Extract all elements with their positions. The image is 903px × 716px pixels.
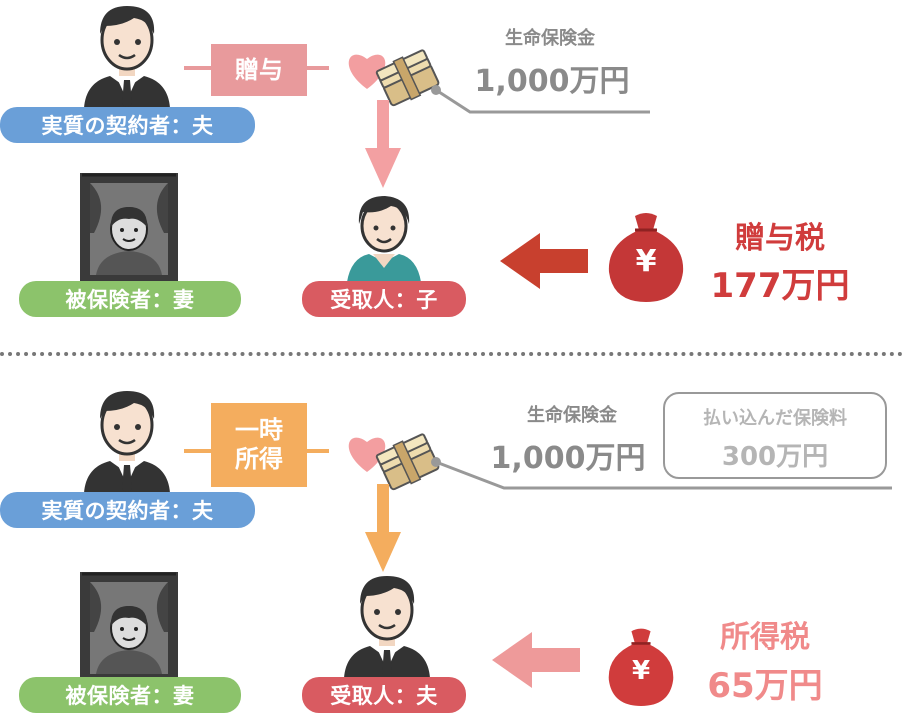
insured-label: 被保険者：妻: [19, 281, 241, 317]
yen-symbol: ¥: [631, 656, 651, 686]
receiver-label: 受取人：子: [302, 281, 466, 317]
section-divider: [0, 352, 903, 356]
down-arrow: [365, 484, 401, 572]
contractor-label: 実質の契約者：夫: [0, 492, 255, 528]
tax-name: 所得税: [720, 620, 810, 655]
payout-amount: 1,000万円: [474, 64, 630, 99]
down-arrow: [365, 100, 401, 188]
heart-icon: [348, 54, 386, 89]
tax-amount: 65万円: [707, 666, 823, 706]
husband-avatar-icon: [84, 391, 170, 493]
yen-symbol: ¥: [635, 244, 657, 279]
relation-tag-gift: 贈与: [211, 44, 307, 96]
tax-left-arrow: [500, 233, 588, 289]
relation-tag-income: 一時 所得: [211, 403, 307, 487]
tax-name: 贈与税: [735, 221, 825, 256]
premium-title: 払い込んだ保険料: [703, 408, 847, 429]
husband-receiver-avatar-icon: [344, 576, 430, 678]
receiver-label: 受取人：夫: [302, 677, 466, 713]
money-bag-icon: [608, 628, 674, 706]
contractor-label: 実質の契約者：夫: [0, 107, 255, 143]
insured-label: 被保険者：妻: [19, 677, 241, 713]
payout-amount: 1,000万円: [490, 441, 646, 476]
payout-title: 生命保険金: [527, 405, 617, 426]
tax-left-arrow: [492, 632, 580, 688]
husband-avatar-icon: [84, 6, 170, 108]
payout-callout-line: [431, 85, 650, 114]
tax-amount: 177万円: [710, 266, 850, 306]
insured-portrait-icon: [80, 173, 178, 285]
money-bag-icon: [608, 213, 684, 302]
premium-box: [663, 392, 887, 479]
payout-title: 生命保険金: [505, 28, 595, 49]
money-bundle-icon: [375, 49, 440, 107]
premium-amount: 300万円: [721, 442, 829, 472]
insured-portrait-icon: [80, 572, 178, 684]
money-bundle-icon: [375, 433, 440, 491]
child-avatar-icon: [347, 196, 421, 282]
heart-icon: [348, 437, 386, 472]
payout-callout-line: [431, 457, 892, 490]
